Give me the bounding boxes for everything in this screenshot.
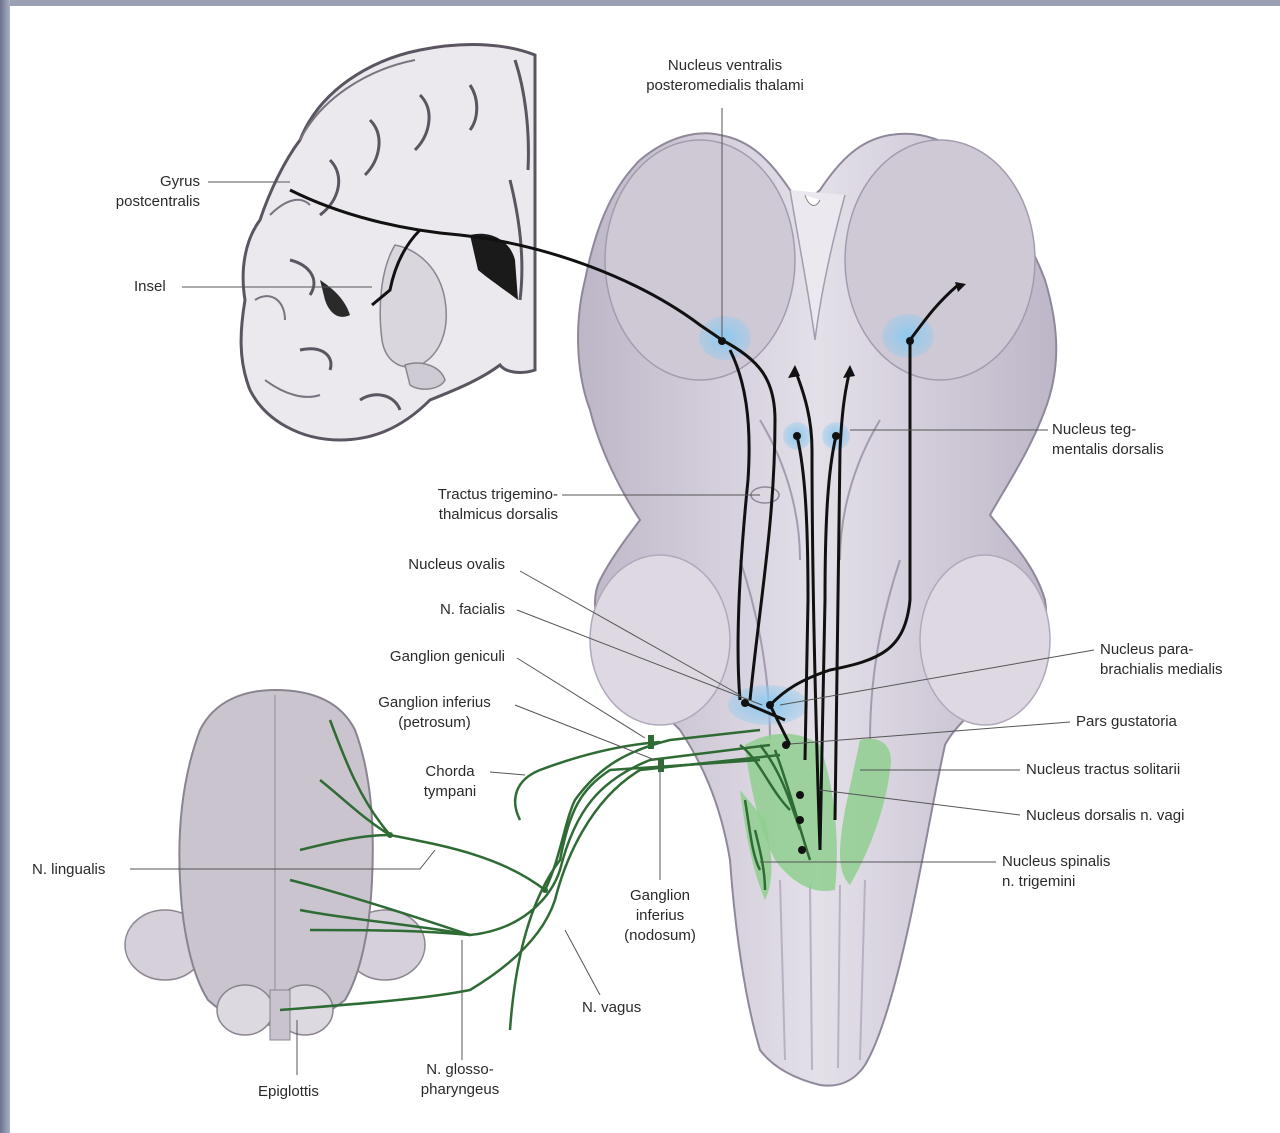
label-line: mentalis dorsalis (1052, 440, 1164, 460)
label-line: Nucleus ventralis (610, 56, 840, 76)
tongue (125, 690, 425, 1040)
label-line: Nucleus teg- (1052, 420, 1164, 440)
label-line: inferius (610, 906, 710, 926)
label-tractus-trigeminothalamicus: Tractus trigemino- thalmicus dorsalis (380, 485, 558, 525)
label-line: Chorda (405, 762, 495, 782)
label-line: Nucleus ovalis (360, 555, 505, 575)
label-line: Epiglottis (258, 1082, 319, 1102)
label-line: Nucleus para- (1100, 640, 1223, 660)
label-line: Insel (134, 277, 166, 297)
label-line: N. vagus (582, 998, 641, 1018)
label-chorda-tympani: Chorda tympani (405, 762, 495, 802)
label-n-vagus: N. vagus (582, 998, 641, 1018)
label-line: Ganglion inferius (362, 693, 507, 713)
label-nucleus-ovalis: Nucleus ovalis (360, 555, 505, 575)
label-line: pharyngeus (405, 1080, 515, 1100)
label-pars-gustatoria: Pars gustatoria (1076, 712, 1177, 732)
label-nucleus-spinalis-trigemini: Nucleus spinalis n. trigemini (1002, 852, 1110, 892)
label-line: Ganglion (610, 886, 710, 906)
label-line: Nucleus tractus solitarii (1026, 760, 1180, 780)
label-nucleus-dorsalis-vagi: Nucleus dorsalis n. vagi (1026, 806, 1184, 826)
label-line: Nucleus dorsalis n. vagi (1026, 806, 1184, 826)
label-line: (nodosum) (610, 926, 710, 946)
label-gyrus-postcentralis: Gyrus postcentralis (70, 172, 200, 212)
label-line: postcentralis (70, 192, 200, 212)
label-line: posteromedialis thalami (610, 76, 840, 96)
label-line: tympani (405, 782, 495, 802)
label-line: N. lingualis (32, 860, 105, 880)
label-n-facialis: N. facialis (380, 600, 505, 620)
label-nucleus-parabrachialis: Nucleus para- brachialis medialis (1100, 640, 1223, 680)
coronal-brain-section (241, 45, 535, 440)
label-insel: Insel (134, 277, 166, 297)
label-nucleus-vpm: Nucleus ventralis posteromedialis thalam… (610, 56, 840, 96)
label-n-lingualis: N. lingualis (32, 860, 105, 880)
label-epiglottis: Epiglottis (258, 1082, 319, 1102)
label-line: n. trigemini (1002, 872, 1110, 892)
label-line: Gyrus (70, 172, 200, 192)
label-line: thalmicus dorsalis (380, 505, 558, 525)
label-nucleus-tegmentalis: Nucleus teg- mentalis dorsalis (1052, 420, 1164, 460)
label-line: Nucleus spinalis (1002, 852, 1110, 872)
label-line: Tractus trigemino- (380, 485, 558, 505)
label-line: N. glosso- (405, 1060, 515, 1080)
label-ganglion-inferius-petrosum: Ganglion inferius (petrosum) (362, 693, 507, 733)
label-line: brachialis medialis (1100, 660, 1223, 680)
label-ganglion-inferius-nodosum: Ganglion inferius (nodosum) (610, 886, 710, 946)
label-line: Pars gustatoria (1076, 712, 1177, 732)
label-line: N. facialis (380, 600, 505, 620)
label-line: (petrosum) (362, 713, 507, 733)
label-line: Ganglion geniculi (340, 647, 505, 667)
label-n-glossopharyngeus: N. glosso- pharyngeus (405, 1060, 515, 1100)
label-ganglion-geniculi: Ganglion geniculi (340, 647, 505, 667)
label-nucleus-tractus-solitarii: Nucleus tractus solitarii (1026, 760, 1180, 780)
